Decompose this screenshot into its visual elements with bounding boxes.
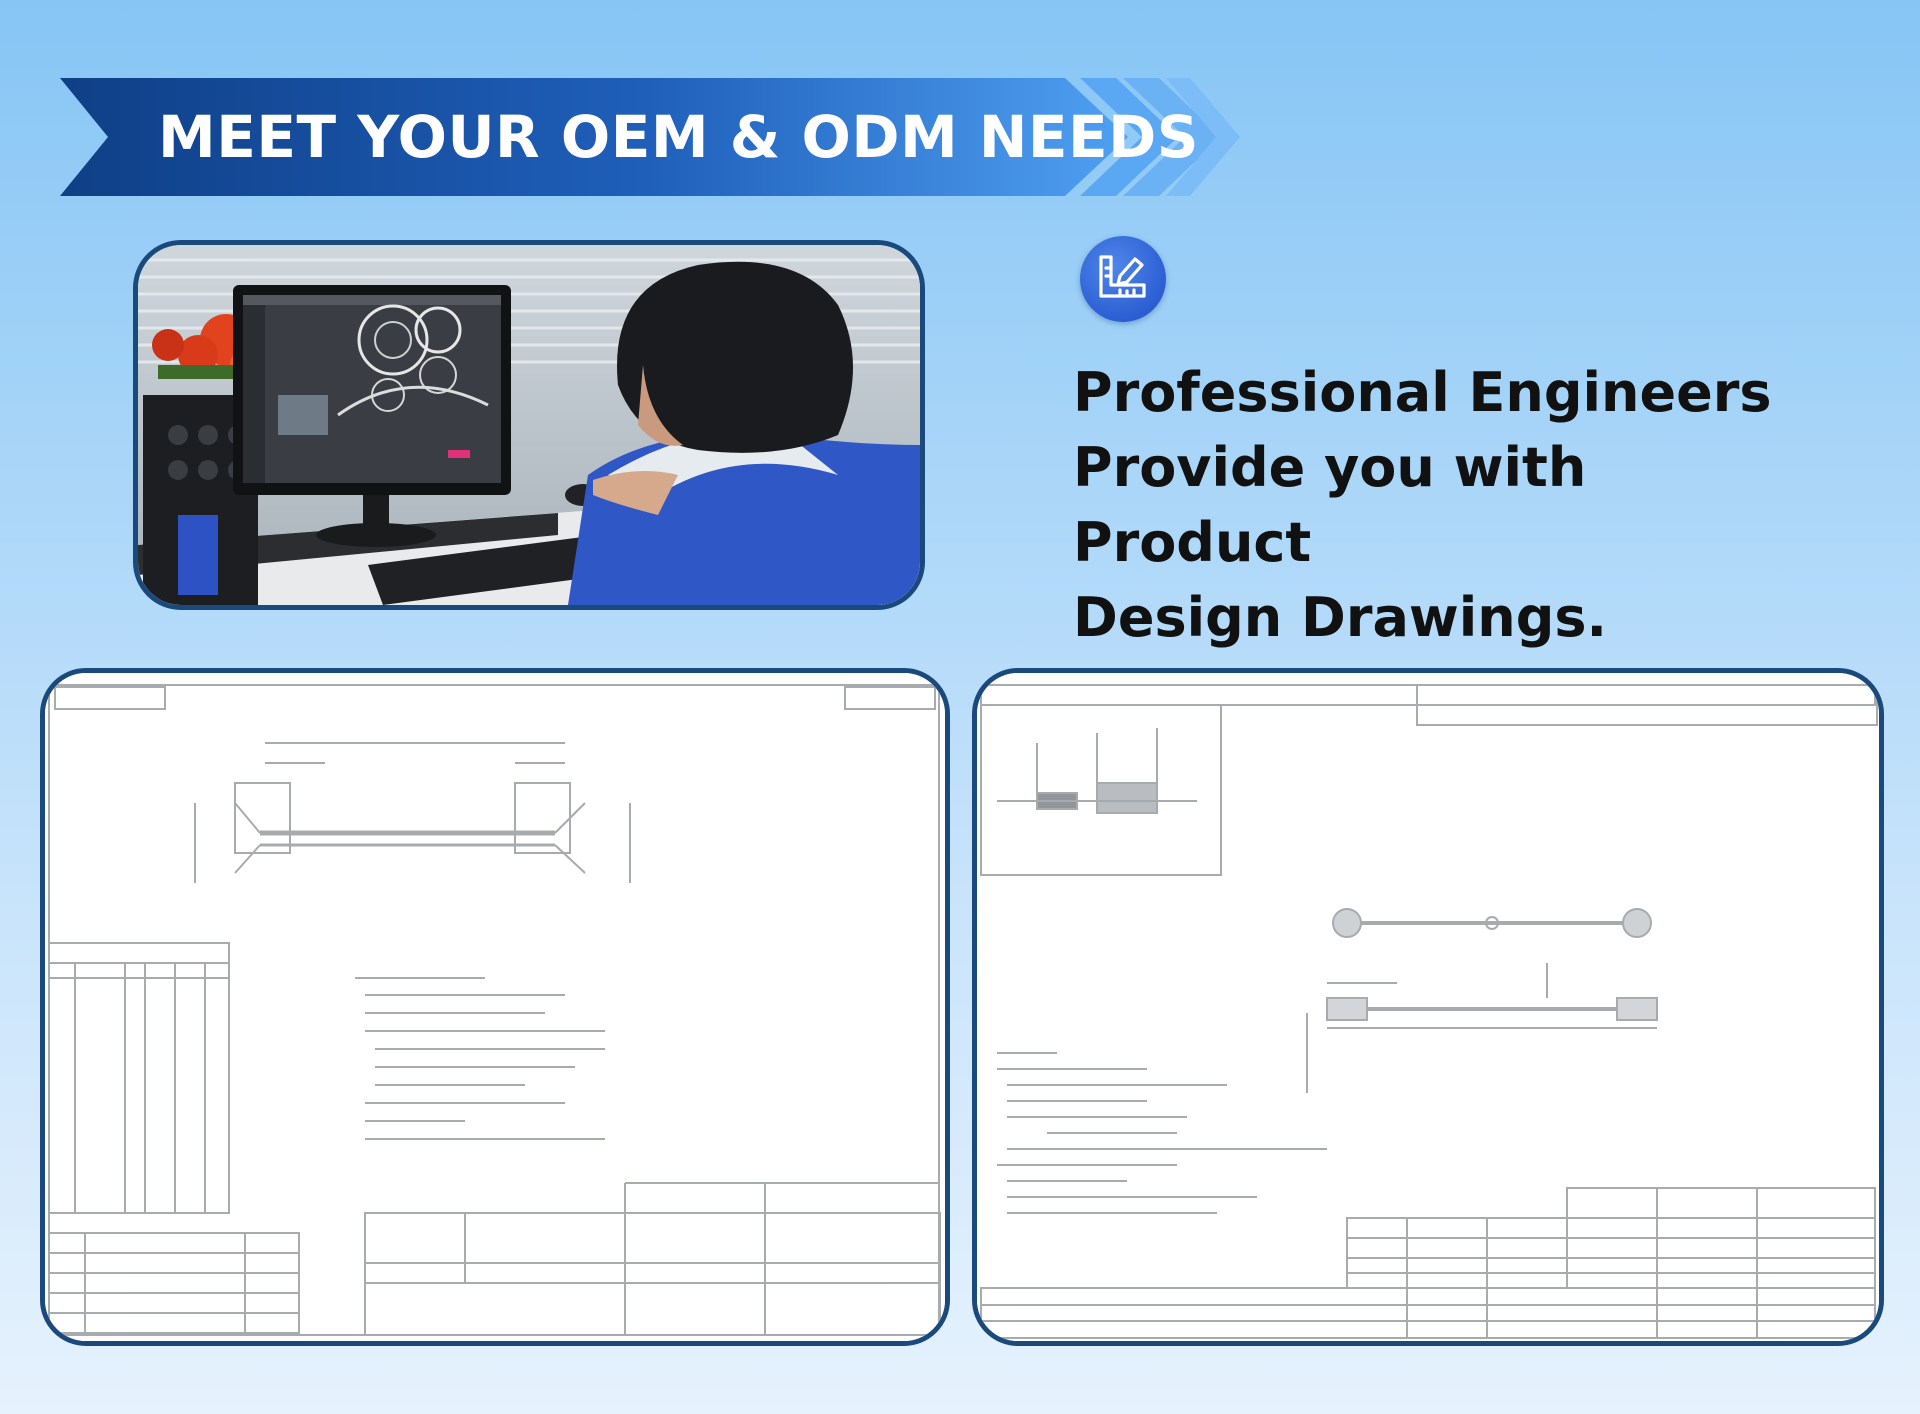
banner-ribbon-shape xyxy=(60,78,1240,196)
feature-description: Professional Engineers Provide you with … xyxy=(1073,355,1833,655)
technical-drawing-left xyxy=(40,668,950,1346)
header-banner: MEET YOUR OEM & ODM NEEDS xyxy=(60,78,1240,196)
feature-line: Professional Engineers xyxy=(1073,361,1772,424)
feature-line: Design Drawings. xyxy=(1073,586,1608,649)
cable-assembly-drawing xyxy=(45,673,945,1341)
chevron-icon xyxy=(1080,78,1178,196)
feature-line: Provide you with Product xyxy=(1073,436,1587,574)
ruler-pencil-icon xyxy=(1080,236,1166,322)
engineer-photo xyxy=(133,240,925,610)
chevron-icon xyxy=(1166,78,1240,196)
technical-drawing-right xyxy=(972,668,1884,1346)
chevron-icon xyxy=(1123,78,1221,196)
rf-cable-drawing xyxy=(977,673,1879,1341)
engineer-photo-illustration xyxy=(138,245,920,605)
banner-title: MEET YOUR OEM & ODM NEEDS xyxy=(158,103,1200,171)
